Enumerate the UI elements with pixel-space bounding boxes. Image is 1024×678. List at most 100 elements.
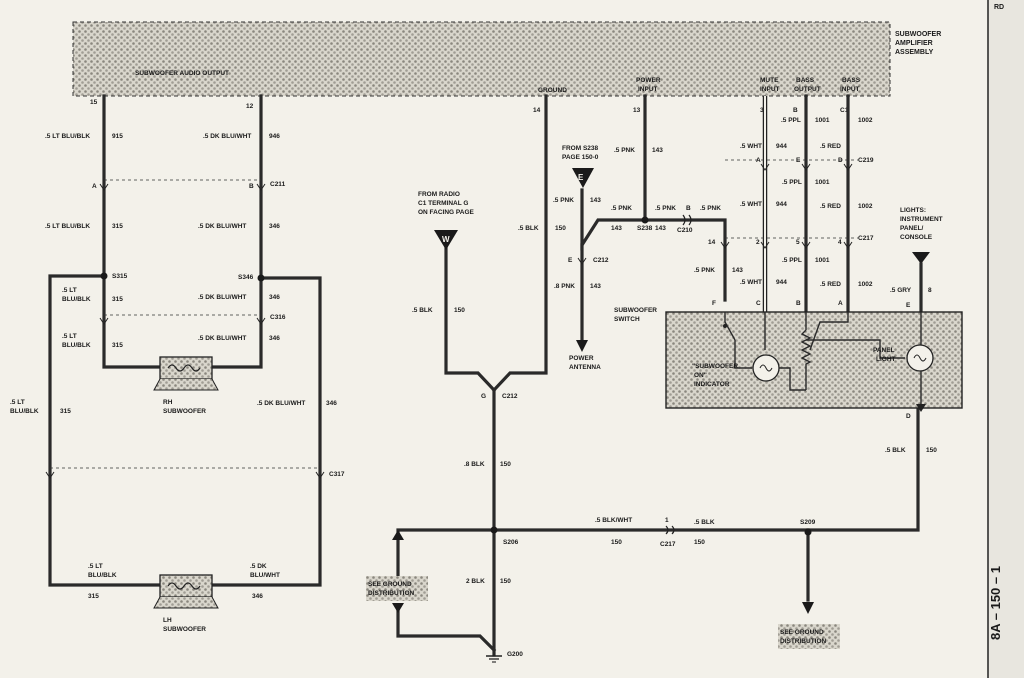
c219-label: C219 <box>858 157 874 164</box>
n944c-label: 944 <box>776 279 787 286</box>
pin-12: 12 <box>246 103 254 110</box>
n315c-label: 315 <box>112 342 123 349</box>
page-number: 8A – 150 – 1 <box>988 566 1003 640</box>
w915-label: .5 LT BLU/BLK <box>45 133 90 140</box>
w-letter: W <box>442 235 450 244</box>
n143b-label: 143 <box>590 197 601 204</box>
w946-label: .5 DK BLU/WHT <box>203 133 251 140</box>
n150d-label: 150 <box>500 578 511 585</box>
page-side-label: RD <box>994 4 1004 11</box>
w143a-label: .5 PNK <box>614 147 635 154</box>
w346e-label-1: .5 DK <box>250 563 267 570</box>
p14-label: 14 <box>708 239 716 246</box>
c210-label: C210 <box>677 227 693 234</box>
w944a-label: .5 WHT <box>740 143 762 150</box>
c212a-label: C212 <box>502 393 518 400</box>
lh-label-1: LH <box>163 617 172 624</box>
pin-c1: C1 <box>840 107 849 114</box>
n315a-label: 315 <box>112 223 123 230</box>
amp-name-1: SUBWOOFER <box>895 31 941 38</box>
w1002b-label: .5 RED <box>820 203 841 210</box>
w1002a-label: .5 RED <box>820 143 841 150</box>
w346b-label: .5 DK BLU/WHT <box>198 294 246 301</box>
c217-label: C217 <box>858 235 874 242</box>
p1-label: 1 <box>665 517 669 524</box>
ground-circuit <box>366 94 920 663</box>
from-s238-1: FROM S238 <box>562 145 599 152</box>
w346e-label-2: BLU/WHT <box>250 572 280 579</box>
g-label: G <box>481 393 486 400</box>
c317-label: C317 <box>329 471 345 478</box>
bass-output-label-1: BASS <box>796 77 815 84</box>
n1002c-label: 1002 <box>858 281 873 288</box>
power-antenna-arrow <box>576 340 588 352</box>
see-ground-box-right <box>778 624 840 649</box>
n315b-label: 315 <box>112 296 123 303</box>
n315d-label: 315 <box>60 408 71 415</box>
pe-label: E <box>568 257 573 264</box>
w143h-label: .5 PNK <box>694 267 715 274</box>
from-s238-2: PAGE 150-0 <box>562 154 599 161</box>
n8-label: 8 <box>928 287 932 294</box>
conn-d-right: D <box>838 157 843 164</box>
w315b-label-2: BLU/BLK <box>62 296 91 303</box>
n915-label: 915 <box>112 133 123 140</box>
p4-label: 4 <box>838 239 842 246</box>
lh-label-2: SUBWOOFER <box>163 626 206 633</box>
switch-circuit <box>665 94 963 412</box>
n143a-label: 143 <box>652 147 663 154</box>
bass-input-label-1: BASS <box>842 77 861 84</box>
s346-label: S346 <box>238 274 254 281</box>
lh-subwoofer-icon <box>159 574 213 598</box>
see-ground-2: DISTRIBUTION <box>368 590 415 597</box>
pin-13: 13 <box>633 107 641 114</box>
w150f-label: .5 BLK <box>885 447 906 454</box>
w143e-label: .5 PNK <box>655 205 676 212</box>
w1002c-label: .5 RED <box>820 281 841 288</box>
wblkwht-label: .5 BLK/WHT <box>595 517 632 524</box>
w143b-label: .5 PNK <box>553 197 574 204</box>
n346c-label: 346 <box>269 335 280 342</box>
from-radio-2: C1 TERMINAL G <box>418 200 468 207</box>
p5-label: 5 <box>796 239 800 246</box>
conn-b-label: B <box>249 183 254 190</box>
amp-name-2: AMPLIFIER <box>895 40 933 47</box>
pin-3: 3 <box>760 107 764 114</box>
see-ground-box-left <box>366 576 428 601</box>
w944b-label: .5 WHT <box>740 201 762 208</box>
indicator-2: ON" <box>694 372 707 379</box>
conn-a-right: A <box>756 157 761 164</box>
n946-label: 946 <box>269 133 280 140</box>
panel-light-2: LIGHT <box>876 356 896 363</box>
n150a-label: 150 <box>454 307 465 314</box>
n150b-label: 150 <box>555 225 566 232</box>
w315e-label-2: BLU/BLK <box>88 572 117 579</box>
pin-b: B <box>793 107 798 114</box>
w315b-label-1: .5 LT <box>62 287 77 294</box>
conn-e-right: E <box>796 157 801 164</box>
conn-a-label: A <box>92 183 97 190</box>
switch-label-1: SUBWOOFER <box>614 307 657 314</box>
lights-arrow <box>912 252 930 264</box>
power-antenna-2: ANTENNA <box>569 364 601 371</box>
n1002a-label: 1002 <box>858 117 873 124</box>
s315-label: S315 <box>112 273 128 280</box>
w8-label: .5 GRY <box>890 287 912 294</box>
pc-label: C <box>756 300 761 307</box>
g200-label: G200 <box>507 651 523 658</box>
s206-label: S206 <box>503 539 519 546</box>
n346d-label: 346 <box>326 400 337 407</box>
n1002b-label: 1002 <box>858 203 873 210</box>
power-input-label-2: INPUT <box>638 86 658 93</box>
see-ground2-1: SEE GROUND <box>780 629 824 636</box>
pa-label: A <box>838 300 843 307</box>
see-ground-1: SEE GROUND <box>368 581 412 588</box>
n944a-label: 944 <box>776 143 787 150</box>
n1001a-label: 1001 <box>815 117 830 124</box>
pf-label: F <box>712 300 716 307</box>
n315e-label: 315 <box>88 593 99 600</box>
pd-label: D <box>906 413 911 420</box>
s238-e-marker <box>572 168 594 188</box>
power-antenna-circuit <box>572 94 727 352</box>
